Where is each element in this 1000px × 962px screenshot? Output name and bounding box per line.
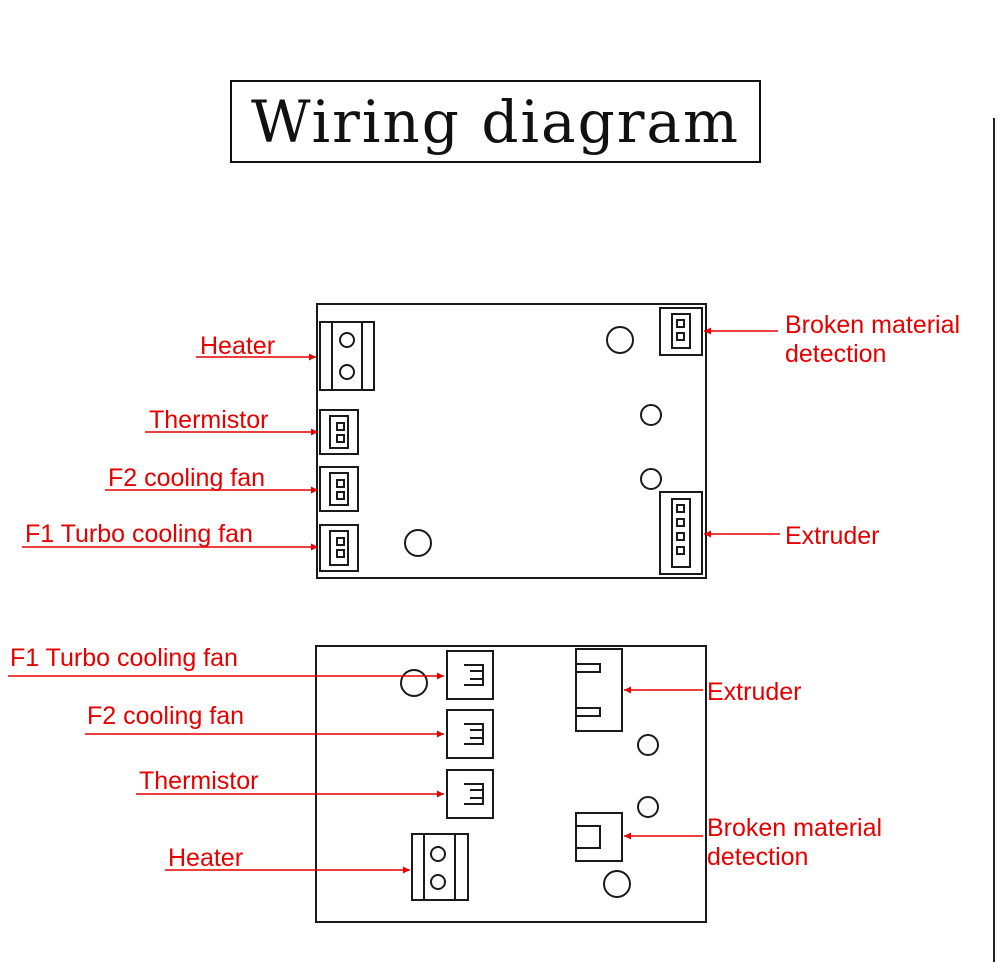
top-label-heater: Heater (200, 332, 275, 360)
top-label-extruder: Extruder (785, 522, 879, 550)
bottom-label-extruder: Extruder (707, 678, 801, 706)
diagram-title: Wiring diagram (230, 80, 761, 163)
top-mounting-hole-2 (640, 404, 662, 426)
bottom-mounting-hole-2 (637, 734, 659, 756)
bottom-extruder-connector (575, 648, 623, 732)
top-label-f2-cooling-fan: F2 cooling fan (108, 464, 265, 492)
top-label-broken-material: Broken material (785, 311, 960, 339)
bottom-leader-lines (8, 672, 703, 874)
top-f1-connector (319, 524, 359, 572)
bottom-board (315, 645, 707, 923)
top-mounting-hole-4 (404, 529, 432, 557)
bottom-label-f1-turbo-cooling-fan: F1 Turbo cooling fan (10, 644, 238, 672)
bottom-thermistor-connector (446, 769, 494, 819)
bottom-mounting-hole-1 (400, 669, 428, 697)
top-board (316, 303, 707, 579)
top-label-detection: detection (785, 340, 886, 368)
bottom-f2-connector (446, 709, 494, 759)
top-f2-connector (319, 466, 359, 512)
top-heater-terminal (319, 321, 375, 391)
bottom-label-f2-cooling-fan: F2 cooling fan (87, 702, 244, 730)
bottom-f1-connector (446, 650, 494, 700)
bottom-board-outline (315, 645, 707, 923)
right-border-line (993, 118, 995, 962)
bottom-heater-terminal (411, 833, 469, 901)
bottom-label-broken-material: Broken material (707, 814, 882, 842)
top-label-f1-turbo-cooling-fan: F1 Turbo cooling fan (25, 520, 253, 548)
bottom-label-heater: Heater (168, 844, 243, 872)
top-mounting-hole-3 (640, 468, 662, 490)
top-thermistor-connector (319, 409, 359, 455)
top-label-thermistor: Thermistor (149, 406, 268, 434)
bottom-broken-material-connector (575, 812, 623, 862)
bottom-mounting-hole-4 (603, 870, 631, 898)
top-broken-material-connector (659, 307, 703, 356)
top-leader-lines (22, 327, 780, 551)
bottom-mounting-hole-3 (637, 796, 659, 818)
bottom-label-detection: detection (707, 843, 808, 871)
top-mounting-hole-1 (606, 326, 634, 354)
top-board-outline (316, 303, 707, 579)
top-extruder-connector (659, 491, 703, 575)
bottom-label-thermistor: Thermistor (139, 767, 258, 795)
